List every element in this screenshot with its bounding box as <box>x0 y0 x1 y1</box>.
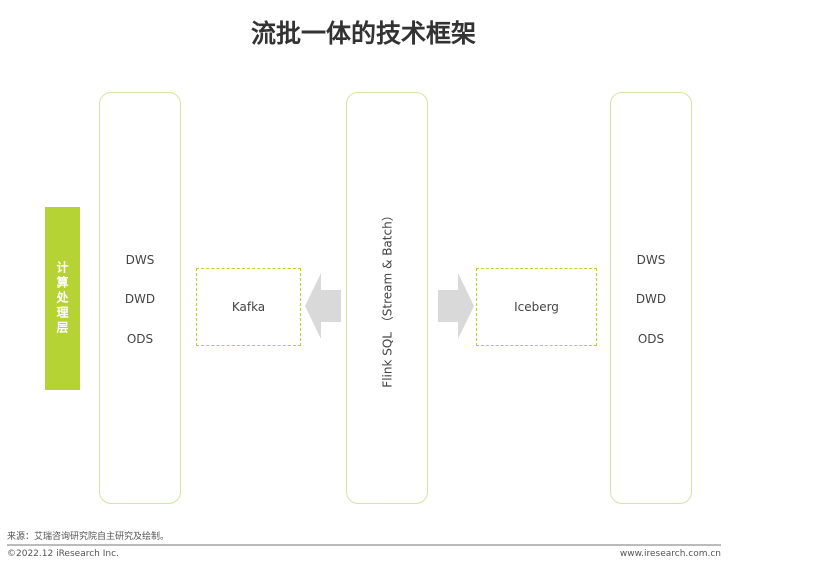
right-arrow-icon <box>438 273 474 339</box>
compute-layer-label: 计算处理层 <box>45 207 80 390</box>
iceberg-box: Iceberg <box>476 268 597 346</box>
left-arrow-icon <box>305 273 341 339</box>
left-warehouse-column: DWS DWD ODS <box>99 92 181 504</box>
right-warehouse-column: DWS DWD ODS <box>610 92 692 504</box>
website-link[interactable]: www.iresearch.com.cn <box>619 549 721 559</box>
copyright: ©2022.12 iResearch Inc. <box>7 549 119 559</box>
kafka-box: Kafka <box>196 268 301 346</box>
title-text: 流批一体的技术框架 <box>250 19 476 48</box>
flink-column: Flink SQL （Stream & Batch） <box>346 92 428 504</box>
layer-dwd: DWD <box>124 292 156 306</box>
layer-dws: DWS <box>125 253 155 267</box>
layer-ods: ODS <box>637 332 665 346</box>
layer-ods: ODS <box>126 332 154 346</box>
flink-label: Flink SQL （Stream & Batch） <box>380 208 395 388</box>
source-note: 来源：艾瑞咨询研究院自主研究及绘制。 <box>7 532 170 542</box>
page-title: 流批一体的技术框架 <box>0 14 823 50</box>
footer-divider <box>7 544 721 546</box>
layer-dwd: DWD <box>635 292 667 306</box>
layer-dws: DWS <box>636 253 666 267</box>
